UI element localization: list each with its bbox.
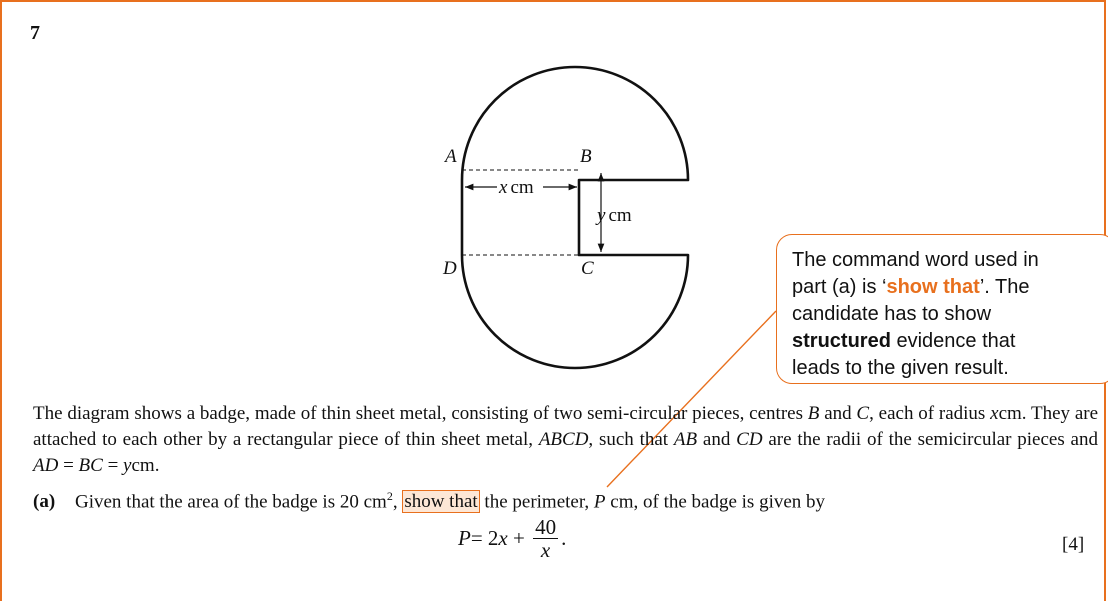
callout-line-4: structured evidence that — [792, 330, 1016, 352]
marks-indicator: [4] — [1062, 534, 1085, 555]
callout-line-2: part (a) is ‘show that’. The — [792, 276, 1030, 298]
part-a-label: (a) — [33, 491, 56, 513]
callout-line-5: leads to the given result. — [792, 357, 1009, 379]
examiner-callout: The command word used in part (a) is ‘sh… — [776, 234, 1108, 384]
callout-line-3: candidate has to show — [792, 303, 992, 325]
callout-line-1: The command word used in — [792, 249, 1039, 271]
label-b: B — [580, 146, 592, 167]
label-a: A — [443, 146, 457, 167]
part-a-text: (a)Given that the area of the badge is 2… — [33, 489, 826, 514]
label-c: C — [581, 258, 594, 279]
question-stem: The diagram shows a badge, made of thin … — [33, 403, 1099, 476]
command-word: show that — [886, 276, 980, 298]
show-that-highlight: show that — [402, 490, 480, 514]
callout-pointer — [606, 310, 777, 488]
label-d: D — [442, 258, 457, 279]
question-number: 7 — [30, 22, 40, 44]
badge-outline — [460, 65, 690, 370]
